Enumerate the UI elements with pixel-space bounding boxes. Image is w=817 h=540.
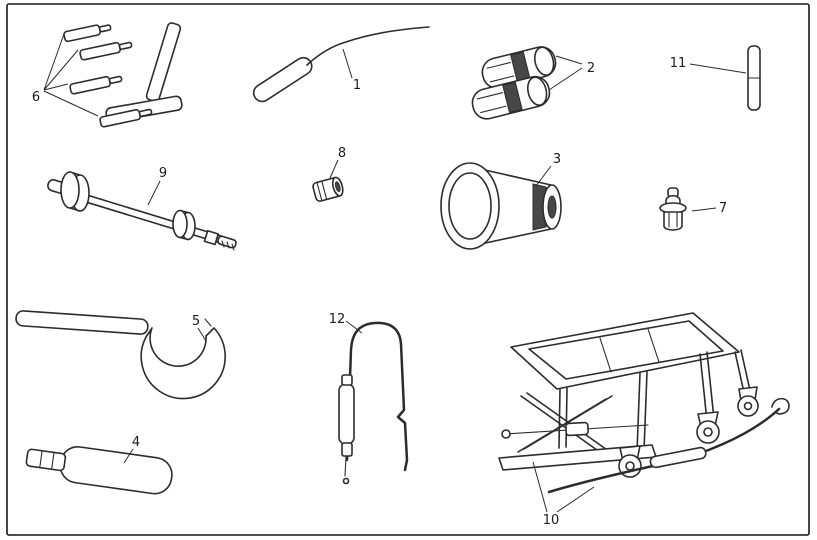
tool-collet-sleeve: 2 (471, 46, 595, 120)
leader-8 (329, 159, 339, 179)
tool-lift-stand: 10 (498, 312, 790, 528)
callout-12: 12 (329, 312, 346, 327)
tool-cable: 12 (329, 312, 409, 485)
tool-hook-wrench: 5 (15, 310, 226, 400)
leader-7 (691, 207, 717, 212)
punch-pin (69, 75, 123, 95)
callout-4: 4 (132, 435, 140, 450)
tool-disc-shaft: 9 (47, 166, 237, 251)
callout-2: 2 (587, 61, 595, 76)
callout-9: 9 (159, 166, 167, 181)
tool-handle-drift: 4 (25, 435, 173, 495)
leader-11 (689, 63, 747, 74)
tool-valve-fitting: 7 (659, 187, 727, 231)
punch-pin (79, 41, 133, 61)
leader-9 (147, 180, 161, 206)
tool-hook-wire: 1 (252, 26, 430, 103)
leader-5 (197, 327, 207, 342)
leader-6 (43, 33, 99, 117)
tool-bushing: 8 (312, 146, 346, 202)
leader-10 (532, 461, 595, 513)
leader-1 (342, 48, 353, 79)
callout-1: 1 (353, 78, 361, 93)
tool-cone-adapter: 3 (440, 152, 562, 250)
leader-3 (535, 165, 552, 187)
callout-10: 10 (543, 513, 560, 528)
tool-pin-punch-set: 6 (32, 22, 183, 128)
punch-pin (99, 108, 153, 128)
callout-6: 6 (32, 90, 40, 105)
callout-11: 11 (670, 56, 687, 71)
callout-7: 7 (719, 201, 727, 216)
tool-dowel-pin: 11 (670, 45, 761, 111)
callout-3: 3 (553, 152, 561, 167)
diagram-border (6, 3, 810, 536)
leader-12 (345, 320, 363, 334)
callout-8: 8 (338, 146, 346, 161)
leader-2 (548, 55, 583, 91)
callout-5: 5 (192, 314, 200, 329)
punch-pin (63, 24, 112, 43)
leader-4 (123, 448, 134, 464)
